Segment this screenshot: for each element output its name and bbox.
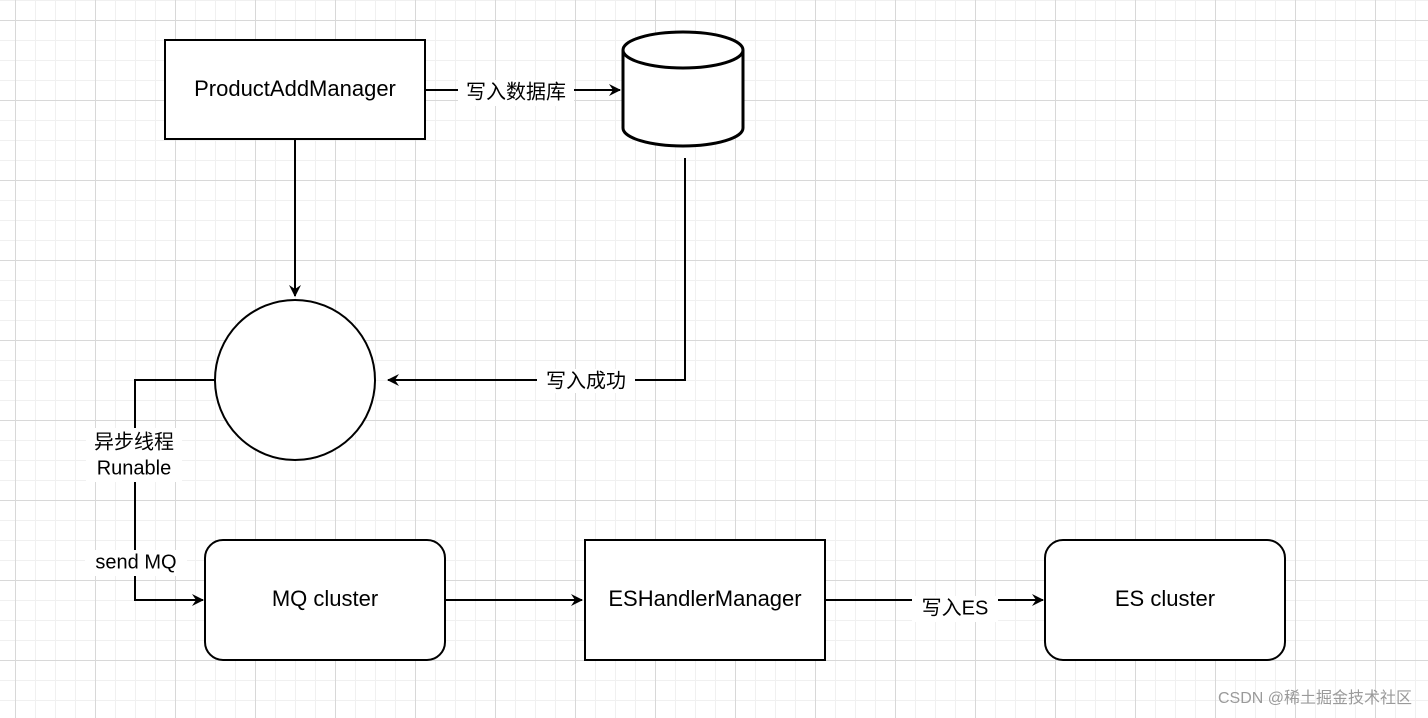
es-cluster-node: ES cluster (1044, 539, 1286, 661)
send-mq-text: send MQ (95, 551, 176, 573)
write-es-text: 写入ES (922, 597, 989, 619)
write-db-text: 写入数据库 (466, 80, 566, 103)
edge-label-write-db: 写入数据库 (458, 80, 574, 106)
edge-database-to-hub (387, 158, 686, 386)
edge-label-send-mq: send MQ (85, 550, 187, 576)
async-thread-text-line1: 异步线程 (94, 430, 174, 453)
edge-label-write-success: 写入成功 (537, 369, 635, 393)
es-handler-manager-label: ESHandlerManager (608, 586, 801, 611)
es-handler-manager-node: ESHandlerManager (584, 539, 826, 661)
write-success-text: 写入成功 (546, 369, 626, 392)
csdn-watermark: CSDN @稀土掘金技术社区 (1218, 689, 1412, 707)
edge-label-async-thread: 异步线程 Runable (86, 428, 182, 482)
product-add-manager-node: ProductAddManager (164, 39, 426, 140)
database-cylinder (621, 30, 745, 148)
async-thread-text-line2: Runable (97, 457, 172, 479)
edge-hub-to-mq (134, 379, 215, 606)
es-cluster-label: ES cluster (1115, 586, 1215, 611)
mq-cluster-label: MQ cluster (272, 586, 378, 611)
product-add-manager-label: ProductAddManager (194, 76, 396, 101)
async-hub-circle (214, 299, 376, 461)
mq-cluster-node: MQ cluster (204, 539, 446, 661)
edge-label-write-es: 写入ES (912, 596, 998, 622)
